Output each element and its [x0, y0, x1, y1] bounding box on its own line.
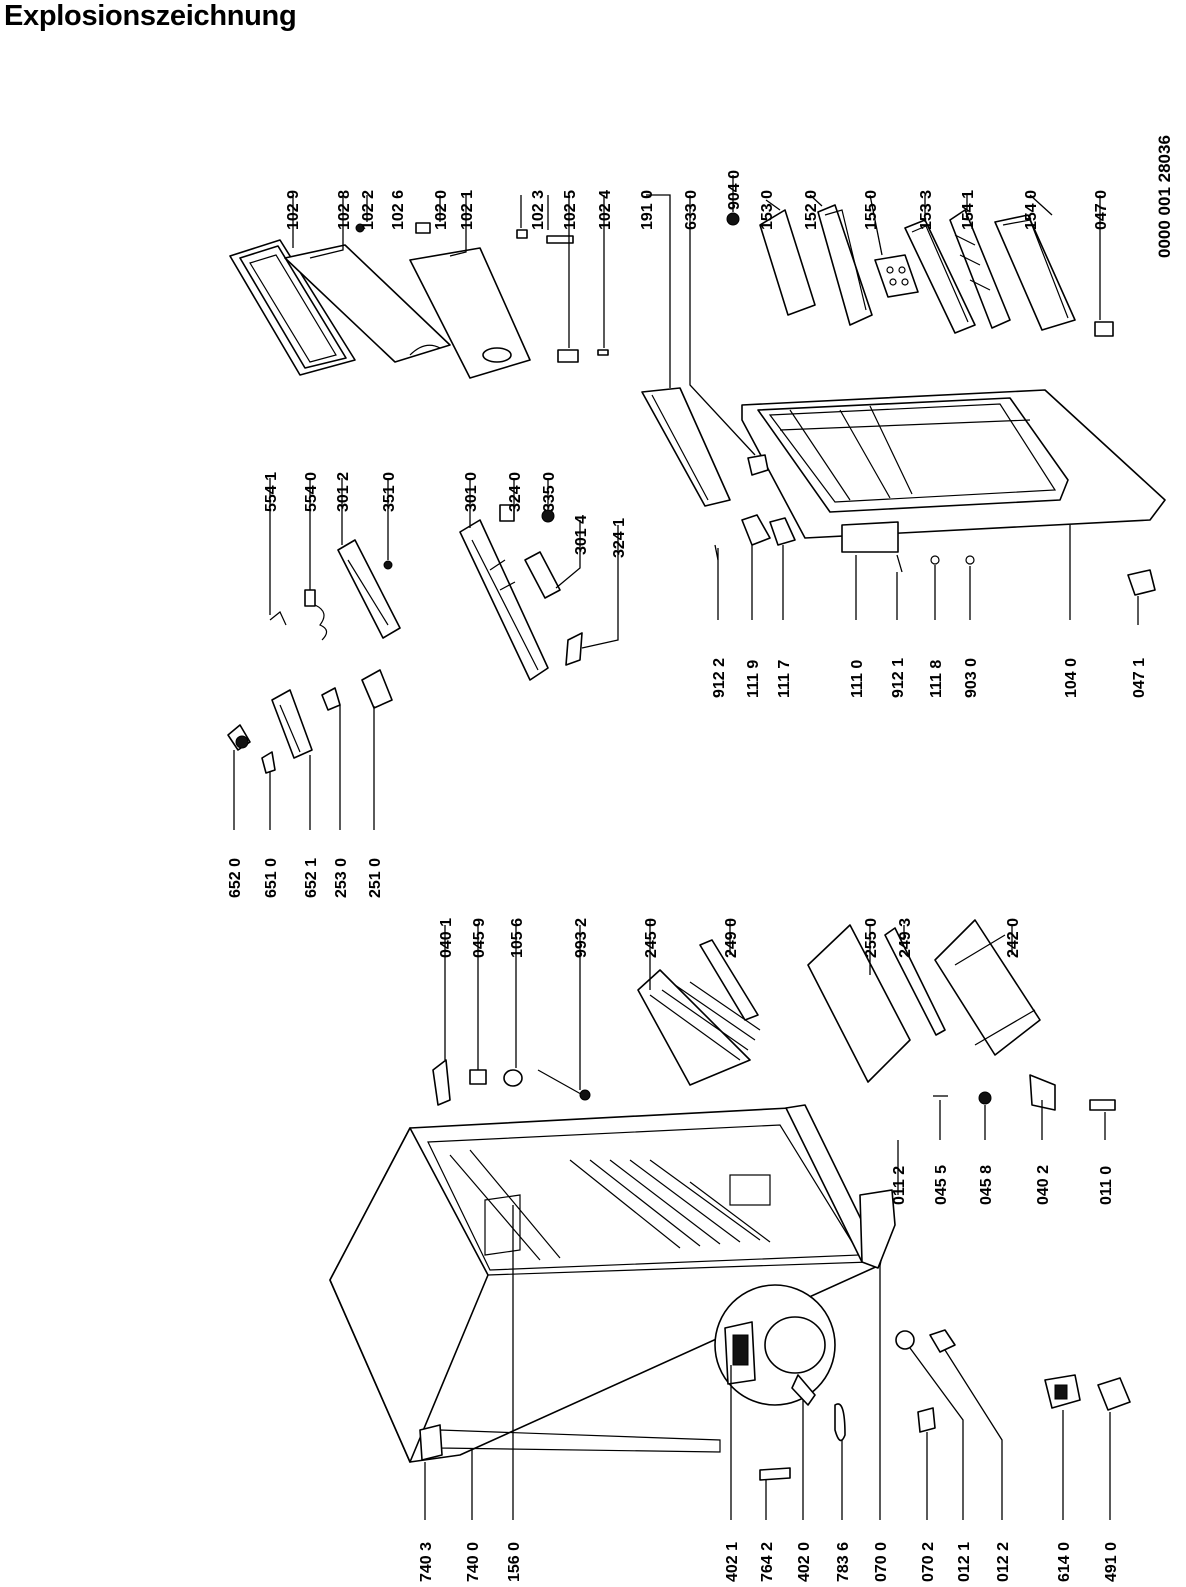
part-label: 047 1 — [1131, 658, 1148, 698]
part-drawing-301-0 — [459, 504, 583, 681]
part-label: 249 3 — [897, 918, 914, 958]
part-label: 245 0 — [643, 918, 660, 958]
part-drawing-lower-misc — [432, 919, 1131, 1481]
part-label: 740 0 — [465, 1542, 482, 1582]
part-label: 740 3 — [418, 1542, 435, 1582]
part-label: 614 0 — [1056, 1542, 1073, 1582]
part-label: 155 0 — [863, 190, 880, 230]
part-label: 153 3 — [918, 190, 935, 230]
part-label: 040 2 — [1035, 1165, 1052, 1205]
part-label: 154 1 — [960, 190, 977, 230]
part-label: 105 6 — [509, 918, 526, 958]
part-label: 102 3 — [530, 190, 547, 230]
part-label: 047 0 — [1093, 190, 1110, 230]
part-label: 554 0 — [303, 472, 320, 512]
part-label: 102 1 — [459, 190, 476, 230]
part-drawing-hinges-door — [714, 454, 1156, 596]
part-label: 335 0 — [541, 472, 558, 512]
part-label: 301 2 — [335, 472, 352, 512]
part-drawing-102-0 — [409, 247, 531, 379]
part-label: 012 1 — [956, 1542, 973, 1582]
part-drawing-door-shelves — [726, 204, 1114, 337]
part-drawing-301-2 — [337, 539, 401, 639]
part-label: 104 0 — [1063, 658, 1080, 698]
part-drawing-554 — [269, 589, 328, 641]
part-label: 102 2 — [360, 190, 377, 230]
part-label: 070 0 — [873, 1542, 890, 1582]
part-drawing-102-8 — [284, 244, 451, 363]
part-labels: 102 9 102 8 102 2 102 6 102 0 102 1 102 … — [227, 170, 1148, 1582]
part-label: 904 0 — [726, 170, 743, 210]
part-label: 651 0 — [263, 858, 280, 898]
part-label: 153 0 — [759, 190, 776, 230]
leader-lines — [233, 175, 1139, 1520]
part-label: 251 0 — [367, 858, 384, 898]
part-label: 351 0 — [381, 472, 398, 512]
part-label: 154 0 — [1023, 190, 1040, 230]
part-label: 633 0 — [683, 190, 700, 230]
part-label: 111 8 — [928, 660, 945, 698]
part-drawing-thermostat — [227, 669, 393, 774]
part-label: 554 1 — [263, 472, 280, 512]
part-label: 491 0 — [1103, 1542, 1120, 1582]
part-label: 652 0 — [227, 858, 244, 898]
part-label: 191 0 — [639, 190, 656, 230]
part-label: 111 9 — [745, 660, 762, 698]
part-label: 012 2 — [995, 1542, 1012, 1582]
part-label: 011 2 — [891, 1166, 908, 1205]
part-drawing-compressor — [714, 1284, 836, 1406]
part-label: 152 0 — [803, 190, 820, 230]
part-label: 070 2 — [920, 1542, 937, 1582]
part-drawing-door-104 — [741, 389, 1166, 553]
part-label: 912 1 — [890, 658, 907, 698]
part-label: 301 4 — [573, 515, 590, 555]
part-label: 324 0 — [507, 472, 524, 512]
part-drawing-102-9 — [229, 239, 356, 376]
part-label: 045 8 — [978, 1165, 995, 1205]
part-label: 912 2 — [711, 658, 728, 698]
part-label: 102 5 — [562, 190, 579, 230]
part-label: 242 0 — [1005, 918, 1022, 958]
part-label: 324 1 — [611, 518, 628, 558]
part-label: 102 4 — [597, 190, 614, 230]
part-label: 156 0 — [506, 1542, 523, 1582]
part-drawing-191-0 — [641, 387, 731, 507]
part-label: 102 9 — [285, 190, 302, 230]
part-label: 011 0 — [1098, 1166, 1115, 1205]
page-title: Explosionszeichnung — [4, 0, 297, 32]
part-label: 301 0 — [463, 472, 480, 512]
part-drawing-small-top — [355, 222, 609, 363]
part-label: 111 7 — [776, 660, 793, 698]
part-label: 255 0 — [863, 918, 880, 958]
part-label: 102 0 — [433, 190, 450, 230]
part-label: 045 5 — [933, 1165, 950, 1205]
part-label: 249 0 — [723, 918, 740, 958]
part-label: 903 0 — [963, 658, 980, 698]
part-label: 045 9 — [471, 918, 488, 958]
part-label: 253 0 — [333, 858, 350, 898]
part-label: 402 0 — [796, 1542, 813, 1582]
part-label: 652 1 — [303, 858, 320, 898]
part-label: 040 1 — [438, 918, 455, 958]
part-label: 402 1 — [724, 1542, 741, 1582]
part-label: 111 0 — [849, 660, 866, 698]
document-number: 0000 001 28036 — [1155, 135, 1174, 258]
part-label: 102 8 — [336, 190, 353, 230]
part-drawing-cabinet — [329, 1104, 883, 1463]
part-label: 783 6 — [835, 1542, 852, 1582]
part-label: 993 2 — [573, 918, 590, 958]
part-label: 764 2 — [759, 1542, 776, 1582]
part-label: 102 6 — [390, 190, 407, 230]
